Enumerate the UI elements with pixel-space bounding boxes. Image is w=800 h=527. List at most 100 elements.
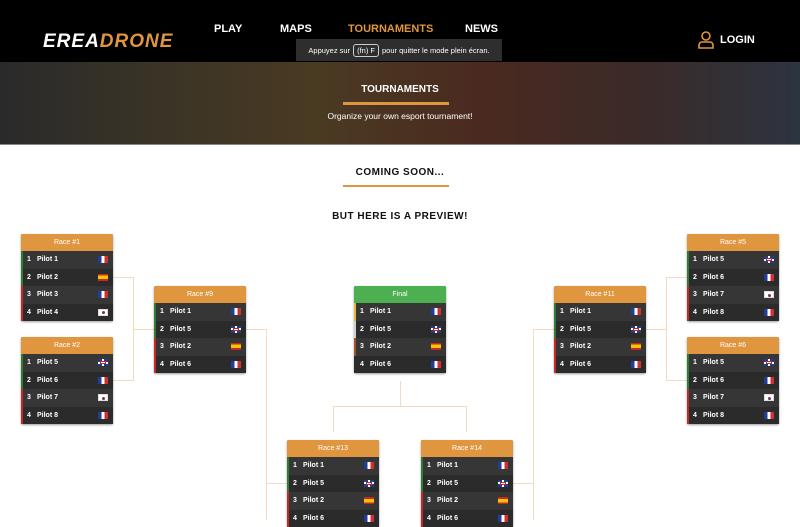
connector bbox=[333, 406, 467, 407]
pilot-row: 3 Pilot 7 bbox=[687, 286, 779, 304]
pilot-position: 1 bbox=[27, 256, 31, 264]
pilot-row: 2 Pilot 6 bbox=[21, 371, 113, 390]
pilot-name: Pilot 6 bbox=[370, 361, 392, 369]
preview-heading: BUT HERE IS A PREVIEW! bbox=[332, 211, 468, 222]
toast-key: (fn) F bbox=[353, 43, 380, 57]
pilot-row: 4 Pilot 8 bbox=[687, 303, 779, 322]
pilot-row: 4 Pilot 8 bbox=[21, 406, 113, 425]
pilot-row: 2 Pilot 5 bbox=[554, 320, 646, 339]
title-underline bbox=[343, 102, 449, 105]
pilot-row: 4 Pilot 6 bbox=[154, 355, 246, 374]
pilot-name: Pilot 2 bbox=[570, 343, 592, 351]
flag-fr-icon bbox=[98, 376, 108, 384]
race-title: Final bbox=[354, 286, 446, 303]
nav-news[interactable]: NEWS bbox=[465, 23, 498, 35]
pilot-position: 3 bbox=[560, 343, 564, 351]
pilot-row: 4 Pilot 8 bbox=[687, 406, 779, 425]
pilot-name: Pilot 5 bbox=[303, 479, 325, 487]
flag-gb-icon bbox=[431, 325, 441, 333]
connector bbox=[646, 329, 667, 330]
connector bbox=[466, 406, 467, 432]
pilot-position: 4 bbox=[360, 361, 364, 369]
logo[interactable]: EREADRONE bbox=[43, 31, 173, 53]
flag-es-icon bbox=[231, 343, 241, 351]
pilot-row: 3 Pilot 7 bbox=[21, 389, 113, 407]
connector bbox=[666, 277, 687, 278]
pilot-row: 4 Pilot 6 bbox=[554, 355, 646, 374]
pilot-name: Pilot 5 bbox=[703, 256, 725, 264]
pilot-position: 2 bbox=[560, 325, 564, 333]
flag-gb-icon bbox=[764, 359, 774, 366]
race-title: Race #11 bbox=[554, 286, 646, 303]
nav-tournaments[interactable]: TOURNAMENTS bbox=[348, 23, 434, 35]
flag-gb-icon bbox=[764, 256, 774, 263]
pilot-name: Pilot 5 bbox=[437, 479, 459, 487]
race-card-r1: Race #1 1 Pilot 1 2 Pilot 2 3 Pilot 3 4 … bbox=[21, 234, 113, 322]
connector bbox=[246, 329, 267, 330]
pilot-position: 3 bbox=[27, 394, 31, 402]
user-icon bbox=[698, 31, 714, 49]
pilot-row: 1 Pilot 1 bbox=[554, 303, 646, 321]
pilot-name: Pilot 7 bbox=[703, 394, 725, 402]
pilot-position: 4 bbox=[560, 361, 564, 369]
pilot-position: 4 bbox=[693, 309, 697, 317]
connector bbox=[513, 483, 534, 484]
coming-soon-heading: COMING SOON... bbox=[355, 167, 445, 178]
pilot-row: 3 Pilot 3 bbox=[21, 286, 113, 304]
pilot-position: 3 bbox=[160, 343, 164, 351]
pilot-row: 2 Pilot 6 bbox=[687, 268, 779, 287]
nav-maps[interactable]: MAPS bbox=[280, 23, 312, 35]
pilot-name: Pilot 5 bbox=[37, 359, 59, 367]
pilot-position: 4 bbox=[293, 515, 297, 523]
flag-gb-icon bbox=[631, 325, 641, 333]
flag-fr-icon bbox=[431, 308, 441, 315]
connector bbox=[666, 380, 687, 381]
flag-kr-icon bbox=[764, 394, 774, 402]
connector bbox=[113, 380, 133, 381]
pilot-row: 3 Pilot 2 bbox=[287, 492, 379, 510]
pilot-name: Pilot 6 bbox=[303, 515, 325, 523]
pilot-name: Pilot 1 bbox=[37, 256, 59, 264]
pilot-name: Pilot 1 bbox=[370, 308, 392, 316]
pilot-row: 2 Pilot 6 bbox=[687, 371, 779, 390]
flag-fr-icon bbox=[631, 360, 641, 368]
pilot-row: 1 Pilot 5 bbox=[687, 354, 779, 372]
flag-fr-icon bbox=[431, 360, 441, 368]
pilot-position: 2 bbox=[693, 273, 697, 281]
pilot-position: 1 bbox=[693, 256, 697, 264]
pilot-position: 1 bbox=[27, 359, 31, 367]
flag-kr-icon bbox=[764, 291, 774, 299]
flag-fr-icon bbox=[498, 462, 508, 469]
pilot-row: 2 Pilot 2 bbox=[21, 268, 113, 287]
pilot-row: 1 Pilot 1 bbox=[421, 457, 513, 475]
race-card-r14: Race #14 1 Pilot 1 2 Pilot 5 3 Pilot 2 4… bbox=[421, 440, 513, 527]
flag-gb-icon bbox=[231, 325, 241, 333]
pilot-position: 1 bbox=[693, 359, 697, 367]
login-button[interactable]: LOGIN bbox=[698, 31, 755, 49]
logo-text-a: EREA bbox=[43, 31, 100, 52]
pilot-position: 3 bbox=[293, 497, 297, 505]
nav-play[interactable]: PLAY bbox=[214, 23, 243, 35]
pilot-name: Pilot 6 bbox=[703, 273, 725, 281]
pilot-name: Pilot 7 bbox=[703, 291, 725, 299]
pilot-position: 4 bbox=[160, 361, 164, 369]
race-card-r2: Race #2 1 Pilot 5 2 Pilot 6 3 Pilot 7 4 … bbox=[21, 337, 113, 425]
flag-es-icon bbox=[364, 497, 374, 505]
pilot-position: 2 bbox=[27, 376, 31, 384]
pilot-name: Pilot 6 bbox=[170, 361, 192, 369]
logo-text-b: DRONE bbox=[99, 31, 174, 52]
pilot-position: 1 bbox=[560, 308, 564, 316]
flag-es-icon bbox=[98, 273, 108, 281]
connector bbox=[266, 483, 287, 484]
pilot-row: 3 Pilot 2 bbox=[554, 338, 646, 356]
flag-fr-icon bbox=[764, 376, 774, 384]
flag-fr-icon bbox=[764, 308, 774, 316]
pilot-position: 2 bbox=[360, 325, 364, 333]
pilot-row: 4 Pilot 4 bbox=[21, 303, 113, 322]
connector bbox=[113, 277, 133, 278]
pilot-name: Pilot 5 bbox=[703, 359, 725, 367]
race-card-r13: Race #13 1 Pilot 1 2 Pilot 5 3 Pilot 2 4… bbox=[287, 440, 379, 527]
pilot-name: Pilot 3 bbox=[37, 291, 59, 299]
pilot-position: 2 bbox=[693, 376, 697, 384]
race-card-r5: Race #5 1 Pilot 5 2 Pilot 6 3 Pilot 7 4 … bbox=[687, 234, 779, 322]
